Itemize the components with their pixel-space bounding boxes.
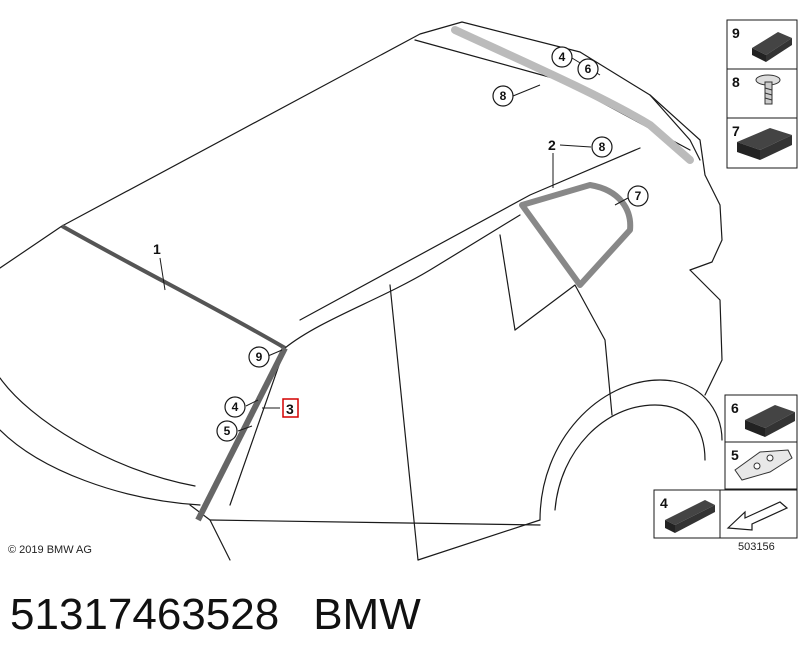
part-number: 51317463528: [10, 590, 280, 639]
svg-text:9: 9: [732, 25, 740, 41]
svg-text:4: 4: [232, 400, 239, 414]
legend-top: 9 8 7: [726, 19, 798, 169]
callout-5-pillar: 5: [216, 420, 238, 442]
pointer-arrow-icon: [726, 501, 789, 531]
roof-spoiler-seal: [451, 26, 694, 164]
windshield-seal: [61, 224, 287, 350]
screw-icon: [755, 74, 781, 105]
part-label-3: 3: [286, 401, 294, 417]
legend-item-9: 9: [732, 25, 792, 62]
callout-4-pillar: 4: [224, 396, 246, 418]
clip-icon: [734, 449, 793, 481]
foam-pad-icon: [752, 32, 792, 62]
part-label-2: 2: [548, 137, 556, 153]
a-pillar-trim: [195, 346, 288, 522]
foam-block-icon: [745, 405, 795, 437]
svg-text:8: 8: [732, 74, 740, 90]
legend-bottom: 6 5 4: [653, 394, 798, 539]
svg-text:9: 9: [256, 350, 263, 364]
rear-quarter-window-seal: [519, 182, 634, 288]
callout-6-top: 6: [577, 58, 599, 80]
legend-item-6: 6: [731, 400, 795, 437]
foam-block-icon: [737, 128, 792, 160]
svg-text:4: 4: [660, 495, 668, 511]
part-label-3-highlight: [282, 398, 299, 418]
foam-strip-icon: [665, 500, 715, 533]
diagram-id: 503156: [738, 541, 775, 553]
svg-text:8: 8: [500, 89, 507, 103]
svg-text:7: 7: [635, 189, 642, 203]
svg-text:7: 7: [732, 123, 740, 139]
svg-text:8: 8: [599, 140, 606, 154]
part-number-caption: 51317463528 BMW: [10, 590, 421, 640]
callout-8-mid: 8: [591, 136, 613, 158]
legend-item-5: 5: [731, 447, 793, 481]
legend-item-7: 7: [732, 123, 792, 160]
leader-lines: [159, 57, 629, 432]
callout-7: 7: [627, 185, 649, 207]
svg-text:5: 5: [224, 424, 231, 438]
legend-item-4: 4: [660, 495, 715, 533]
callout-9: 9: [248, 346, 270, 368]
svg-text:6: 6: [731, 400, 739, 416]
brand-name: BMW: [313, 590, 421, 639]
callout-4-top: 4: [551, 46, 573, 68]
legend-item-8: 8: [732, 74, 781, 105]
svg-text:4: 4: [559, 50, 566, 64]
svg-text:5: 5: [731, 447, 739, 463]
part-label-1: 1: [153, 241, 161, 257]
copyright-text: © 2019 BMW AG: [8, 544, 92, 556]
svg-text:6: 6: [585, 62, 592, 76]
callout-8-top: 8: [492, 85, 514, 107]
